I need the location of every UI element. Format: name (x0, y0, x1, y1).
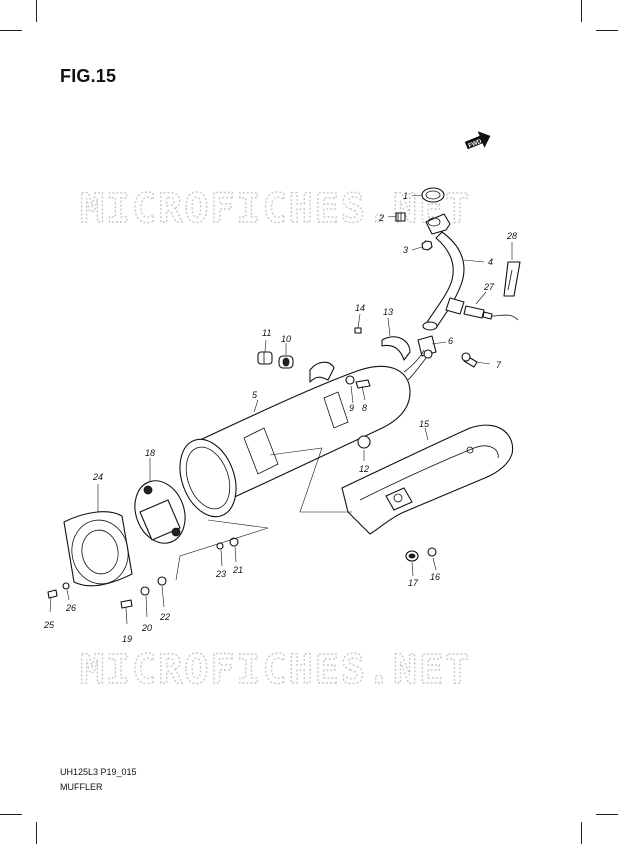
figure-code: UH125L3 P19_015 (60, 767, 137, 777)
callout-19: 19 (122, 634, 132, 644)
watermark-bottom: MICROFICHES.NET (80, 647, 471, 693)
washer-part-26 (62, 582, 70, 590)
tail-cover-part-24 (63, 511, 133, 587)
end-cap-part-18 (134, 480, 186, 544)
callout-23: 23 (215, 569, 226, 579)
grommet-part-10 (278, 355, 294, 369)
callout-9: 9 (349, 403, 354, 413)
stud-bolt-part-2 (395, 212, 406, 222)
crop-mark (596, 814, 618, 815)
oxygen-sensor-part-27 (463, 305, 519, 321)
callout-20: 20 (141, 623, 152, 633)
crop-mark (596, 30, 618, 31)
crop-mark (36, 0, 37, 22)
callout-15: 15 (419, 419, 430, 429)
bolt-part-25 (47, 589, 58, 599)
bolt-part-8 (355, 379, 371, 389)
muffler-cover-part-15 (341, 424, 514, 535)
callout-12: 12 (359, 464, 369, 474)
figure-title: FIG.15 (60, 66, 117, 86)
crop-mark (36, 822, 37, 844)
callout-5: 5 (252, 390, 258, 400)
bolt-part-19 (120, 599, 133, 609)
callout-8: 8 (362, 403, 367, 413)
figure-name: MUFFLER (60, 782, 103, 792)
nut-part-3 (421, 240, 433, 251)
callout-2: 2 (378, 213, 384, 223)
exhaust-pipe-part-4 (422, 213, 465, 331)
callout-26: 26 (65, 603, 76, 613)
callout-7: 7 (496, 360, 502, 370)
crop-mark (581, 822, 582, 844)
washer-part-9 (345, 375, 355, 385)
callout-27: 27 (483, 282, 495, 292)
callout-17: 17 (408, 578, 419, 588)
collar-part-11 (257, 351, 273, 365)
watermark-top: MICROFICHES.NET (80, 186, 471, 232)
crop-mark (0, 814, 22, 815)
callout-21: 21 (232, 565, 243, 575)
leader-lines (49, 194, 513, 625)
callout-18: 18 (145, 448, 155, 458)
forward-arrow-icon: FWD (464, 131, 491, 150)
crop-mark (0, 30, 22, 31)
callout-11: 11 (262, 328, 271, 338)
bolt-part-7 (461, 352, 478, 368)
callout-16: 16 (430, 572, 440, 582)
crop-mark (581, 0, 582, 22)
muffler-body-part-5 (179, 349, 427, 518)
gasket-part-1 (421, 187, 445, 203)
bracket-part-28 (503, 261, 521, 297)
heat-shield-part-13 (381, 336, 411, 361)
screw-part-16 (427, 547, 437, 557)
callout-10: 10 (281, 334, 291, 344)
screw-part-14 (354, 327, 362, 334)
washer-part-22 (157, 576, 167, 586)
callout-1: 1 (403, 191, 408, 201)
callout-13: 13 (383, 307, 393, 317)
nut-part-21 (229, 537, 239, 547)
callout-4: 4 (488, 257, 493, 267)
callout-28: 28 (506, 231, 517, 241)
callout-24: 24 (92, 472, 103, 482)
pipe-clamp-part-6 (417, 335, 437, 359)
callout-22: 22 (159, 612, 170, 622)
callout-3: 3 (403, 245, 408, 255)
washer-part-20 (140, 586, 150, 596)
fwd-label: FWD (468, 139, 484, 150)
washer-part-17 (405, 550, 419, 562)
cap-part-12 (357, 435, 371, 449)
callout-6: 6 (448, 336, 453, 346)
callout-14: 14 (355, 303, 365, 313)
callout-25: 25 (43, 620, 55, 630)
